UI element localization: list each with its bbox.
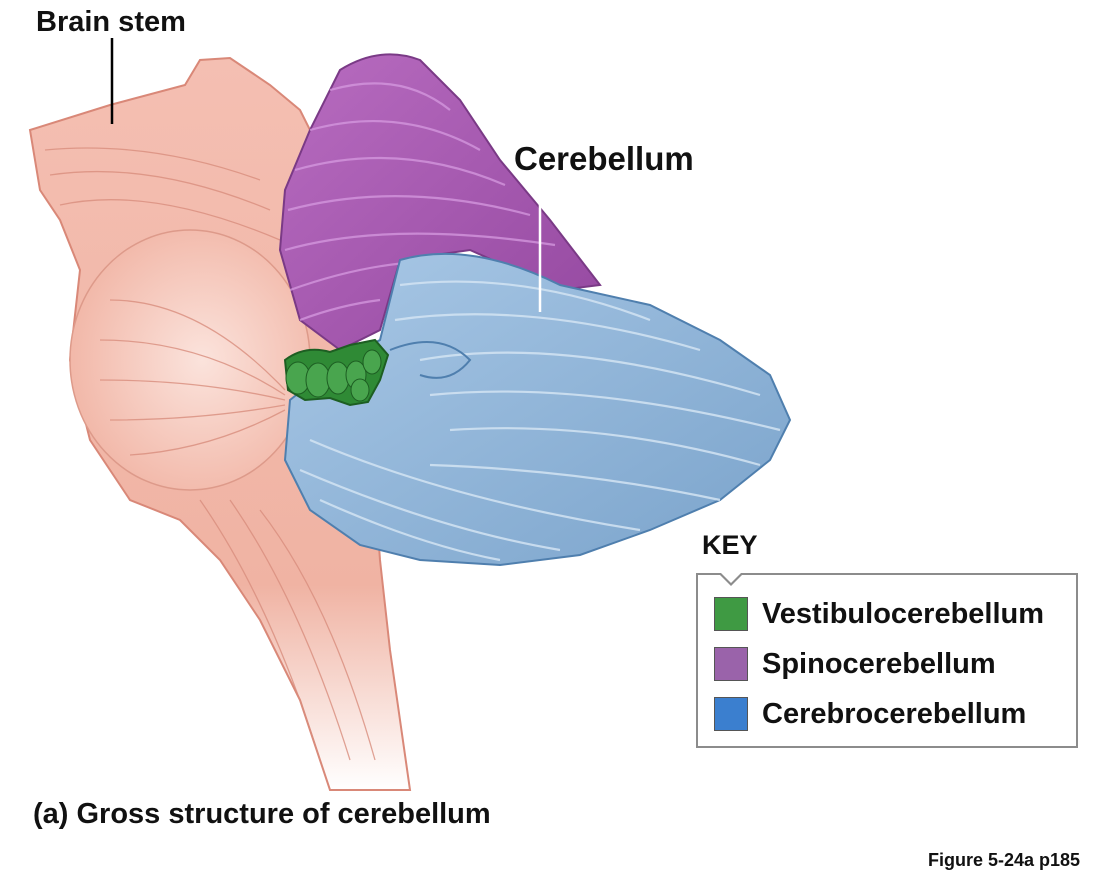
brain-stem-label: Brain stem xyxy=(36,6,186,38)
key-legend xyxy=(696,573,1078,748)
cerebrocerebellum-region xyxy=(283,252,792,567)
key-label-spinocerebellum: Spinocerebellum xyxy=(762,647,996,680)
spinocerebellum-region xyxy=(278,53,602,352)
cerebellum-label: Cerebellum xyxy=(514,140,694,177)
key-swatch-cerebrocerebellum xyxy=(714,697,748,731)
brain-stem xyxy=(28,56,412,791)
key-label-cerebrocerebellum: Cerebrocerebellum xyxy=(762,697,1027,730)
key-swatch-vestibulocerebellum xyxy=(714,597,748,631)
key-item-cerebrocerebellum: Cerebrocerebellum xyxy=(714,696,1026,732)
vestibulocerebellum-region xyxy=(283,338,390,407)
key-label-vestibulocerebellum: Vestibulocerebellum xyxy=(762,597,1045,630)
figure-caption: (a) Gross structure of cerebellum xyxy=(33,798,491,830)
figure-reference: Figure 5-24a p185 xyxy=(928,850,1081,870)
key-item-spinocerebellum: Spinocerebellum xyxy=(714,646,996,682)
key-swatch-spinocerebellum xyxy=(714,647,748,681)
key-item-vestibulocerebellum: Vestibulocerebellum xyxy=(714,596,1044,632)
key-title: KEY xyxy=(702,530,758,560)
